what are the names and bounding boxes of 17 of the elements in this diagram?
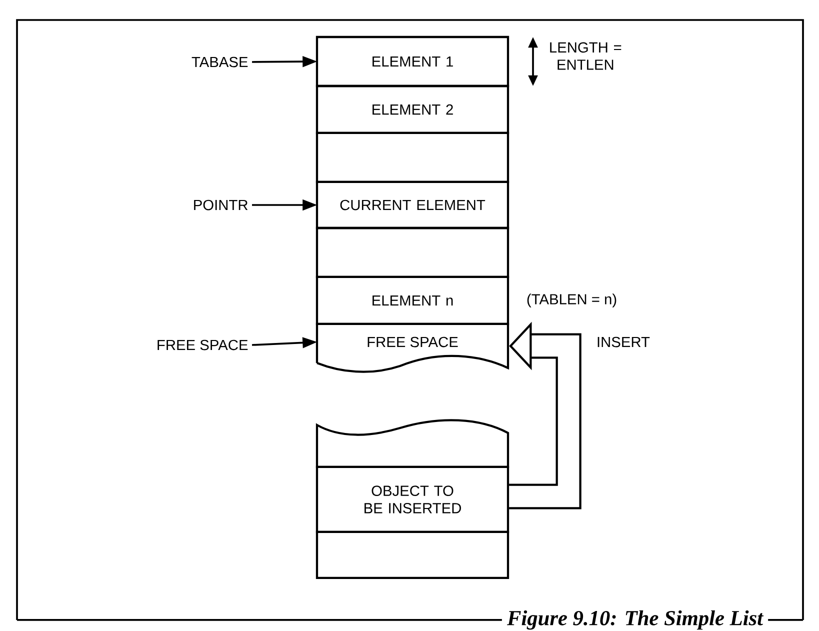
figure-caption: Figure 9.10: The Simple List [506,610,764,630]
table-cell [316,530,510,580]
wavy-cell [316,419,510,468]
pointer-label: FREE SPACE [158,340,248,350]
table-cell: OBJECT TO BE INSERTED [316,466,510,534]
wavy-cell: FREE SPACE [316,322,510,373]
table-cell: ELEMENT 1 [316,36,510,88]
table-cell [316,132,510,184]
table-cell: ELEMENT 2 [316,84,510,134]
note-text: LENGTH = ENTLEN [550,42,622,70]
table-cell: ELEMENT n [316,276,510,326]
table-cell: CURRENT ELEMENT [316,180,510,230]
edge-label: INSERT [598,336,650,348]
table-cell [316,226,510,278]
pointer-label: POINTR [194,200,248,210]
side-note: (TABLEN = n) [527,294,616,308]
pointer-label: TABASE [192,56,248,68]
